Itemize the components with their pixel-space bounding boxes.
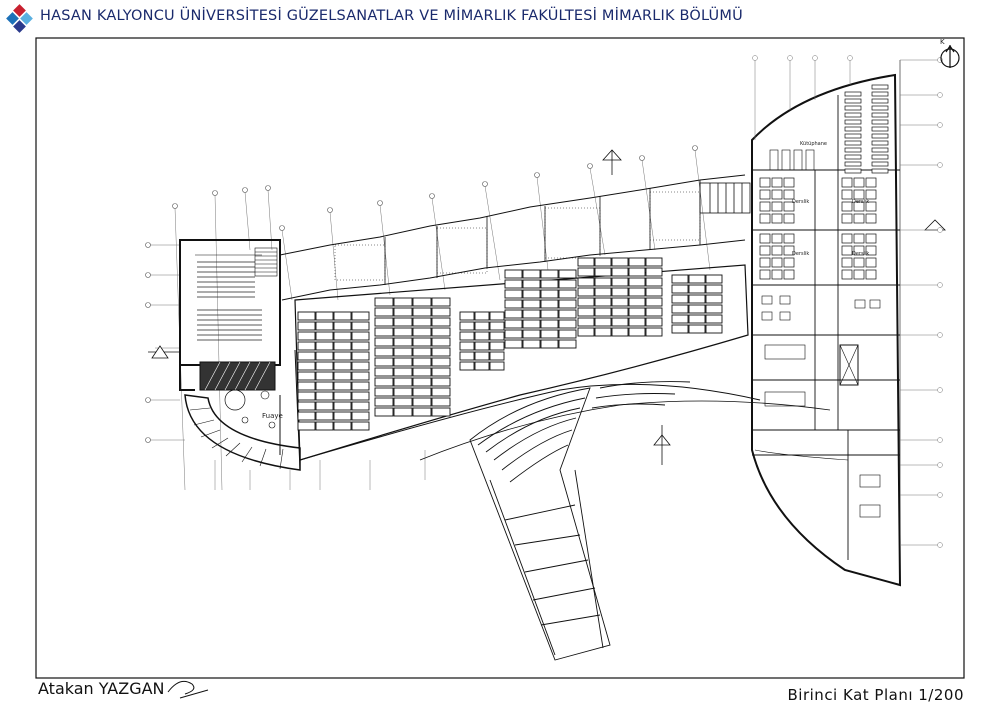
foyer-label: Fuaye <box>262 412 283 420</box>
studio-desks <box>297 257 723 431</box>
room-label-kutuphane: Kütüphane <box>800 141 827 147</box>
signature <box>167 680 209 699</box>
room-label-derslik-1: Derslik <box>792 199 809 205</box>
north-label: K <box>940 38 945 46</box>
section-marker-a <box>148 345 180 359</box>
right-grid-lines <box>752 55 943 548</box>
sheet-title: Birinci Kat Planı 1/200 <box>787 686 964 704</box>
studio-wing <box>279 174 831 461</box>
landscape-wedge <box>469 381 691 661</box>
room-label-derslik-3: Derslik <box>792 251 809 257</box>
classroom-block <box>751 60 902 587</box>
university-logo <box>6 4 33 33</box>
auditorium <box>179 239 301 471</box>
room-label-derslik-4: Derslik <box>852 251 869 257</box>
author-name: Atakan YAZGAN <box>38 679 165 698</box>
drawing-frame <box>35 37 965 679</box>
page-title: HASAN KALYONCU ÜNİVERSİTESİ GÜZELSANATLA… <box>40 8 743 24</box>
room-label-derslik-2: Derslik <box>852 199 869 205</box>
stair-connector <box>699 182 751 214</box>
north-arrow <box>940 44 960 68</box>
classroom-desks <box>759 84 889 280</box>
